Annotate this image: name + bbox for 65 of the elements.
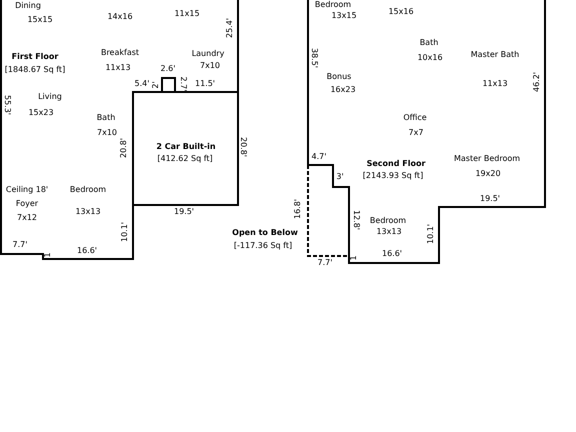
floor-area-label: Open to Below (232, 229, 298, 237)
room-label: 19.5' (174, 208, 194, 216)
room-label: 15x15 (27, 16, 53, 24)
room-label: 15x23 (28, 109, 54, 117)
room-label: Office (403, 114, 427, 122)
dimension-label: 20.8' (120, 138, 128, 158)
room-label: Bedroom (370, 217, 406, 225)
dimension-label: 2' (152, 81, 160, 89)
room-label: 11.5' (195, 80, 215, 88)
room-label: 7x7 (408, 129, 424, 137)
dimension-label: 55.3' (3, 95, 11, 115)
room-label: Laundry (192, 50, 224, 58)
dimension-label: 12.8' (352, 210, 360, 230)
dimension-label: 10.1' (427, 224, 435, 244)
room-label: 7.7' (318, 259, 332, 267)
room-label: 15x16 (388, 8, 414, 16)
room-label: 11x13 (105, 64, 131, 72)
room-label: 10x16 (417, 54, 443, 62)
floor-area-label: 2 Car Built-in (156, 143, 216, 151)
dimension-label: 46.2' (533, 72, 541, 92)
room-label: 16x23 (330, 86, 356, 94)
room-label: 2.6' (160, 65, 176, 73)
dimension-label: 10.1' (121, 222, 129, 242)
room-label: 11x13 (482, 80, 508, 88)
room-label: 11x15 (174, 10, 200, 18)
room-label: Master Bath (470, 51, 520, 59)
room-label: Breakfast (100, 49, 140, 57)
dimension-label: 20.8' (239, 137, 247, 157)
dimension-label: 2.7' (179, 76, 187, 92)
room-label: 13x13 (75, 208, 101, 216)
room-label: 7.7' (12, 241, 28, 249)
dimension-label: 16.8' (294, 199, 302, 219)
room-label: 3' (336, 173, 344, 181)
room-label: 19x20 (475, 170, 501, 178)
dimension-label: 25.4' (226, 18, 234, 38)
room-label: 16.6' (382, 250, 402, 258)
room-label: [412.62 Sq ft] (157, 155, 213, 163)
room-label: 5.4' (134, 80, 150, 88)
room-label: 7x10 (97, 129, 117, 137)
room-label: Bedroom (70, 186, 106, 194)
room-label: Living (38, 93, 62, 101)
dimension-label: 38.5' (310, 48, 318, 68)
room-label: [2143.93 Sq ft] (362, 172, 424, 180)
room-label: 19.5' (480, 195, 500, 203)
room-label: 14x16 (107, 13, 133, 21)
room-label: Bath (420, 39, 438, 47)
room-label: [1848.67 Sq ft] (4, 66, 66, 74)
room-label: Bath (96, 114, 116, 122)
room-label: [-117.36 Sq ft] (234, 242, 292, 250)
room-label: 16.6' (77, 247, 97, 255)
room-label: 7x10 (200, 62, 220, 70)
room-label: 7x12 (17, 214, 37, 222)
room-label: Bonus (326, 73, 352, 81)
room-label: Bedroom (314, 1, 352, 9)
room-label: 4.7' (312, 153, 326, 161)
room-label: Master Bedroom (454, 155, 520, 163)
dimension-label: 1 (350, 255, 358, 261)
room-label: 13x15 (331, 12, 357, 20)
room-label: Foyer (16, 200, 38, 208)
room-label: Ceiling 18' (6, 186, 48, 194)
floor-area-label: Second Floor (366, 160, 426, 168)
dimension-label: 1 (44, 252, 52, 258)
room-label: 13x13 (376, 228, 402, 236)
floor-area-label: First Floor (12, 53, 58, 61)
room-label: Dining (15, 2, 41, 10)
